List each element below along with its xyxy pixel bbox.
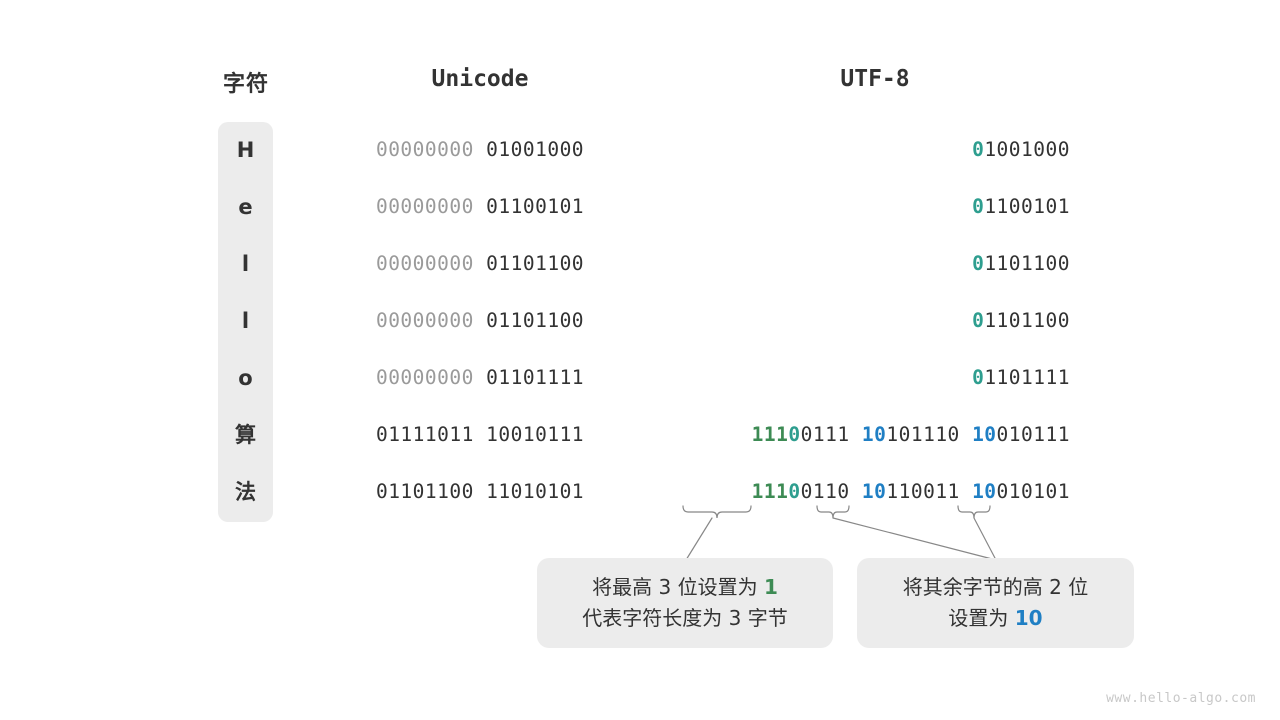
unicode-low-byte: 01100101 <box>486 195 585 218</box>
utf8-byte-prefix: 10 <box>972 480 997 503</box>
callout-1-highlight: 1 <box>763 575 778 599</box>
utf8-byte-prefix: 10 <box>972 423 997 446</box>
utf8-byte: 10010111 <box>972 423 1070 446</box>
unicode-high-byte: 00000000 <box>375 366 474 389</box>
char-cell: o <box>238 366 253 390</box>
column-header-char: 字符 <box>222 71 269 96</box>
unicode-cell: 00000000 01100101 <box>330 192 630 222</box>
utf8-byte-payload: 1001000 <box>984 138 1070 161</box>
unicode-high-byte: 01101100 <box>375 480 474 503</box>
unicode-cell: 00000000 01101100 <box>330 249 630 279</box>
utf8-byte-prefix-terminator: 0 <box>788 480 801 503</box>
char-cell: 算 <box>235 423 256 447</box>
unicode-cell: 00000000 01101111 <box>330 363 630 393</box>
utf8-byte: 01100101 <box>972 195 1070 218</box>
callout-2-line-2-text: 设置为 <box>948 606 1015 630</box>
utf8-byte-payload: 1100101 <box>984 195 1070 218</box>
unicode-cell: 01101100 11010101 <box>330 477 630 507</box>
column-header-unicode: Unicode <box>431 66 529 92</box>
char-cell: H <box>236 138 255 162</box>
utf8-byte-prefix-terminator: 0 <box>788 423 801 446</box>
utf8-cell: 01101100 <box>600 306 1070 336</box>
column-header-utf8: UTF-8 <box>840 66 910 92</box>
unicode-cell: 01111011 10010111 <box>330 420 630 450</box>
utf8-cell: 11100110 10110011 10010101 <box>600 477 1070 507</box>
utf8-byte-payload: 010111 <box>996 423 1070 446</box>
unicode-low-byte: 11010101 <box>486 480 585 503</box>
utf8-byte-payload: 0110 <box>800 480 850 503</box>
utf8-byte-prefix: 0 <box>972 252 985 275</box>
utf8-byte-payload: 0111 <box>800 423 850 446</box>
utf8-cell: 01101100 <box>600 249 1070 279</box>
char-cell: l <box>241 309 250 333</box>
callout-2-line-2: 设置为 10 <box>948 603 1042 634</box>
utf8-byte-prefix: 10 <box>861 480 887 503</box>
utf8-byte-prefix: 0 <box>972 366 985 389</box>
utf8-byte-payload: 1101100 <box>984 252 1070 275</box>
utf8-byte-prefix: 0 <box>972 309 985 332</box>
utf8-byte: 01101111 <box>972 366 1070 389</box>
utf8-byte: 10110011 <box>862 480 960 503</box>
utf8-byte-payload: 010101 <box>996 480 1070 503</box>
utf8-byte-prefix: 10 <box>861 423 887 446</box>
utf8-byte: 10101110 <box>862 423 960 446</box>
unicode-high-byte: 01111011 <box>375 423 474 446</box>
unicode-cell: 00000000 01101100 <box>330 306 630 336</box>
char-cell: 法 <box>235 480 256 504</box>
char-column-background <box>218 122 273 522</box>
unicode-high-byte: 00000000 <box>375 309 474 332</box>
utf8-byte-payload: 110011 <box>886 480 960 503</box>
char-cell: e <box>238 195 253 219</box>
watermark: www.hello-algo.com <box>1106 691 1256 706</box>
callout-2-highlight: 10 <box>1014 606 1043 630</box>
utf8-byte: 11100110 <box>752 480 850 503</box>
utf8-byte-prefix: 111 <box>751 480 789 503</box>
utf8-byte-prefix: 111 <box>751 423 789 446</box>
char-cell: l <box>241 252 250 276</box>
utf8-byte: 11100111 <box>752 423 850 446</box>
callout-box-leading-bits: 将最高 3 位设置为 1 代表字符长度为 3 字节 <box>537 558 833 648</box>
utf8-cell: 01001000 <box>600 135 1070 165</box>
unicode-low-byte: 01001000 <box>486 138 585 161</box>
unicode-low-byte: 10010111 <box>486 423 585 446</box>
utf8-byte: 10010101 <box>972 480 1070 503</box>
unicode-high-byte: 00000000 <box>375 138 474 161</box>
unicode-low-byte: 01101100 <box>486 252 585 275</box>
utf8-cell: 01101111 <box>600 363 1070 393</box>
utf8-byte-prefix: 0 <box>972 195 985 218</box>
utf8-byte-payload: 101110 <box>886 423 960 446</box>
callout-1-line-1: 将最高 3 位设置为 1 <box>592 572 778 603</box>
utf8-cell: 11100111 10101110 10010111 <box>600 420 1070 450</box>
callout-1-line-2: 代表字符长度为 3 字节 <box>582 606 788 630</box>
utf8-byte-payload: 1101100 <box>984 309 1070 332</box>
callout-box-continuation-bits: 将其余字节的高 2 位 设置为 10 <box>857 558 1134 648</box>
callout-1-line-1-text: 将最高 3 位设置为 <box>592 575 764 599</box>
unicode-high-byte: 00000000 <box>375 195 474 218</box>
utf8-byte: 01101100 <box>972 309 1070 332</box>
unicode-low-byte: 01101100 <box>486 309 585 332</box>
unicode-high-byte: 00000000 <box>375 252 474 275</box>
unicode-low-byte: 01101111 <box>486 366 585 389</box>
utf8-byte: 01001000 <box>972 138 1070 161</box>
callout-2-line-1: 将其余字节的高 2 位 <box>902 575 1089 599</box>
utf8-byte: 01101100 <box>972 252 1070 275</box>
unicode-cell: 00000000 01001000 <box>330 135 630 165</box>
utf8-byte-prefix: 0 <box>972 138 985 161</box>
utf8-byte-payload: 1101111 <box>984 366 1070 389</box>
utf8-cell: 01100101 <box>600 192 1070 222</box>
